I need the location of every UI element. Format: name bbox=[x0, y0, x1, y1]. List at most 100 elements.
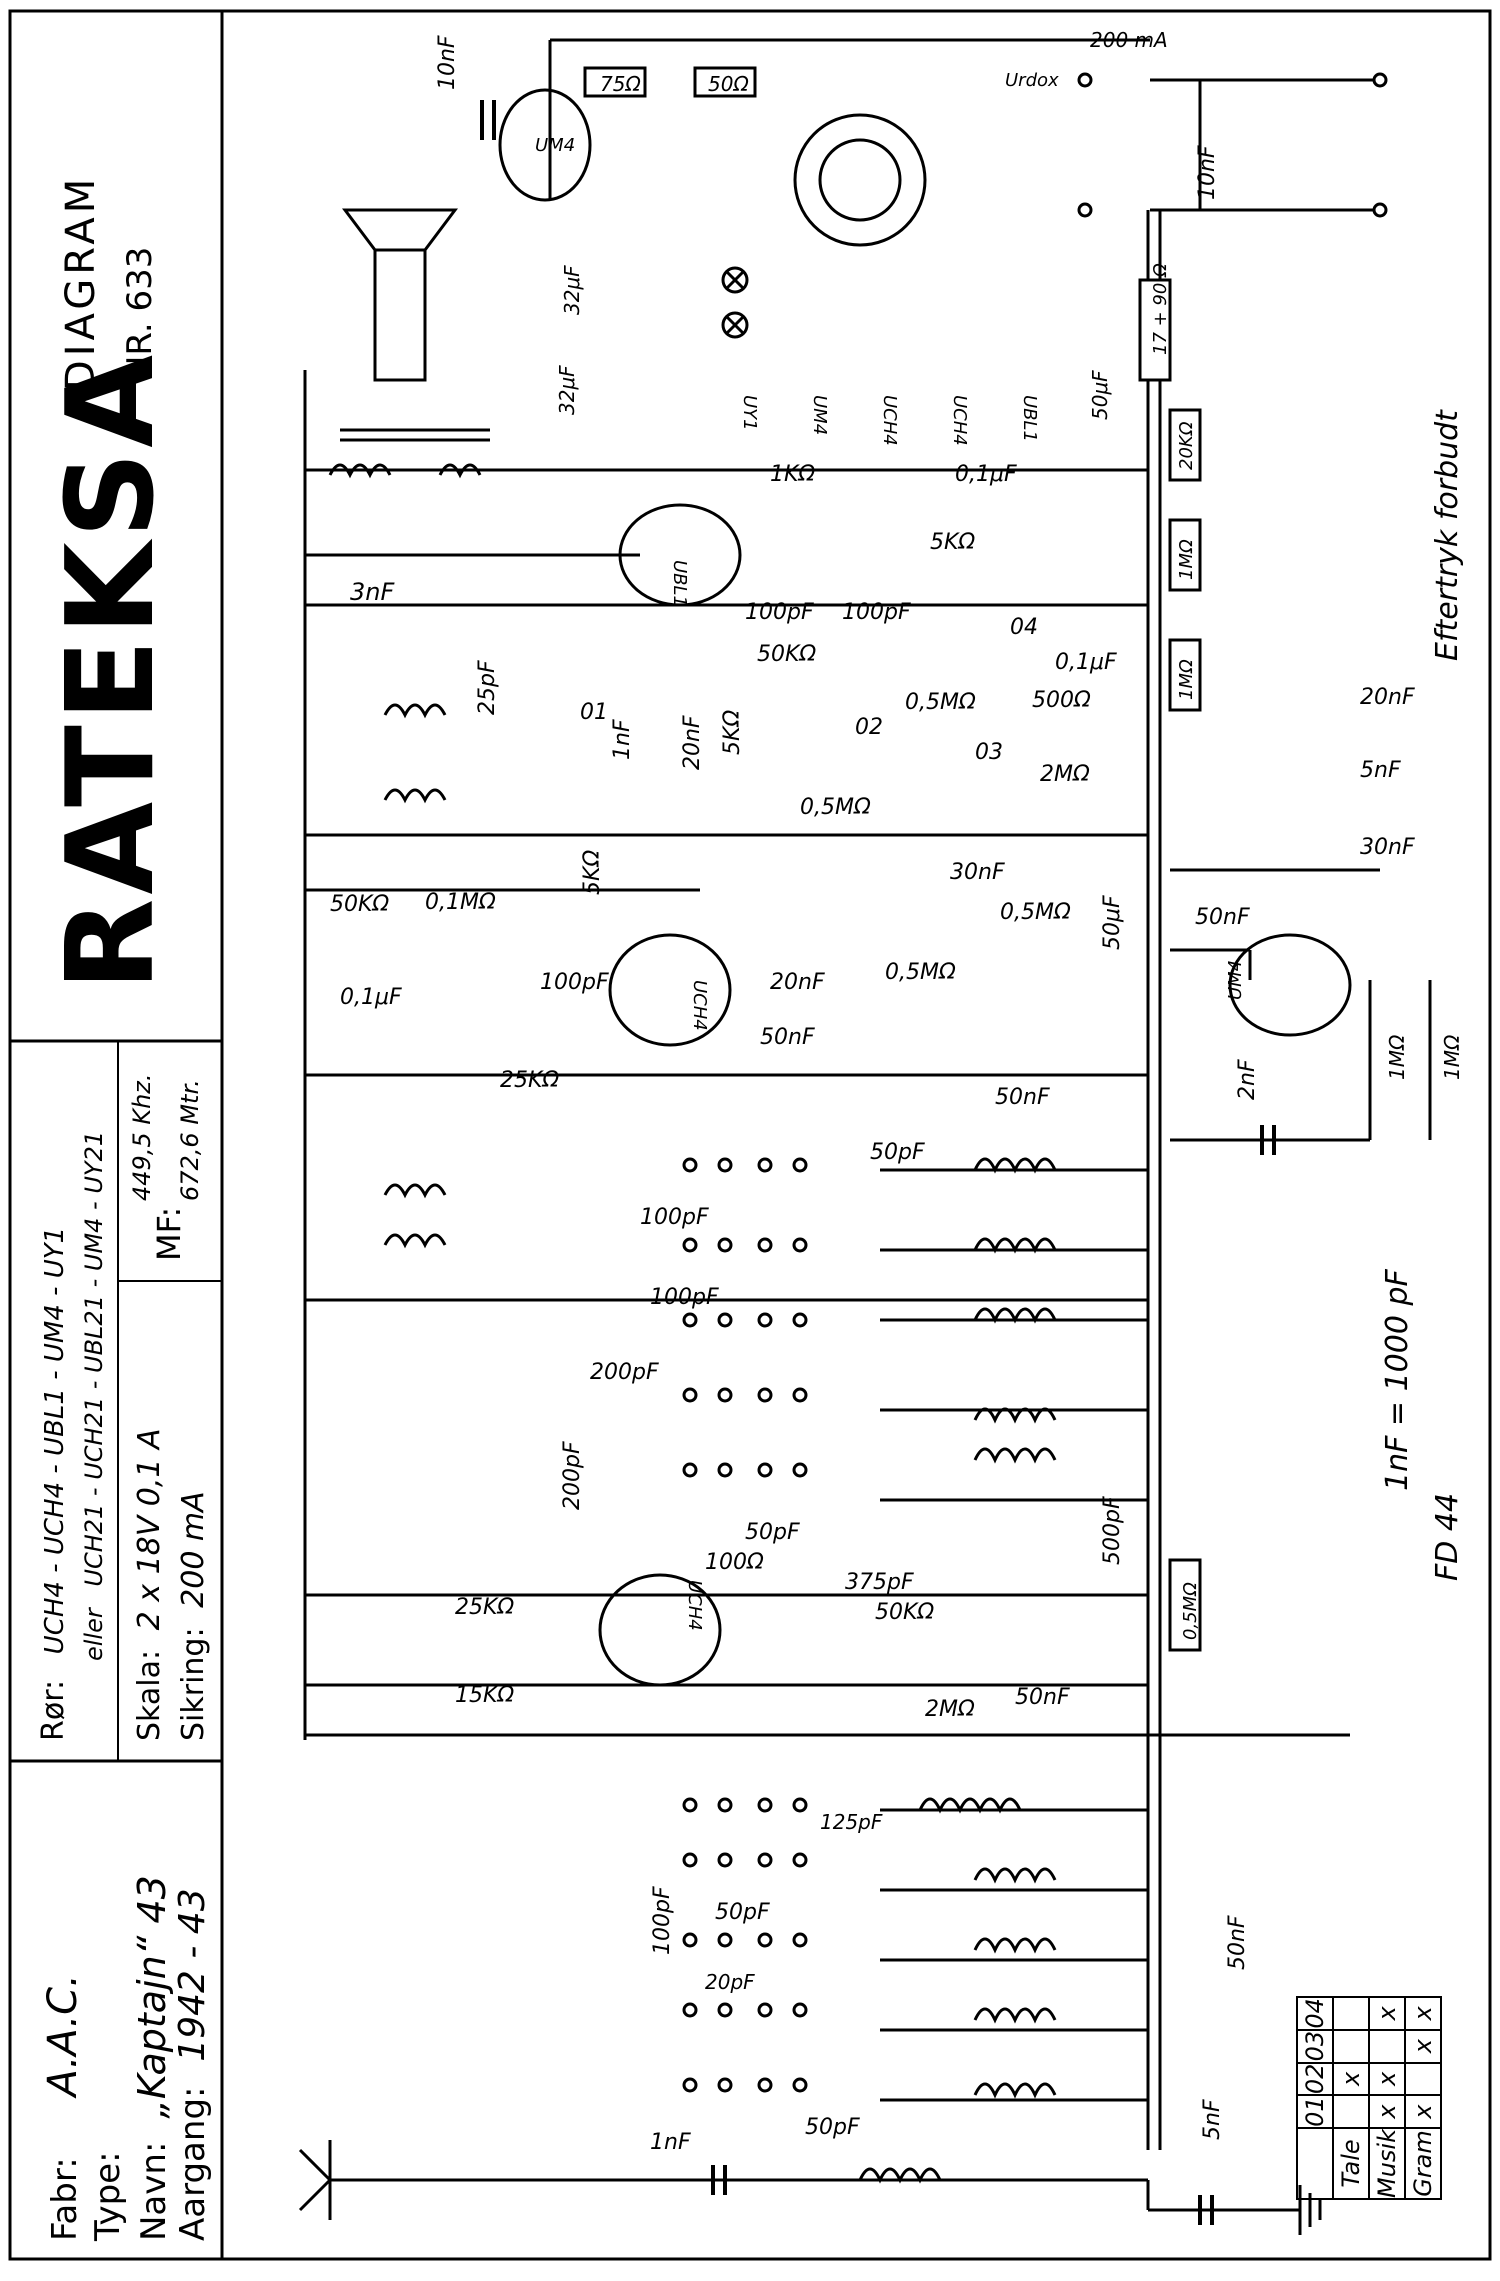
label-res-15k: 15KΩ bbox=[455, 1683, 515, 1708]
label-cap-01uf-b: 0,1μF bbox=[1055, 650, 1117, 675]
mode-cell: x bbox=[1369, 2095, 1405, 2128]
label-cap-50nf-a: 50nF bbox=[1195, 905, 1250, 930]
band-coil-icon bbox=[973, 2082, 1057, 2099]
label-cap-2nf: 2nF bbox=[1235, 1059, 1260, 1100]
label-fuse: 200 mA bbox=[1090, 28, 1168, 52]
label-res-1m-c: 1MΩ bbox=[1385, 1034, 1409, 1080]
band-switch-icon bbox=[793, 113, 927, 247]
output-transformer-icon bbox=[328, 428, 490, 479]
label-res-25k-a: 25KΩ bbox=[500, 1068, 560, 1093]
label-res-5k-c: 5KΩ bbox=[580, 849, 605, 895]
switch-label-01: 01 bbox=[580, 700, 608, 725]
mode-col-03: 03 bbox=[1297, 2029, 1333, 2063]
label-cap-3nf: 3nF bbox=[350, 578, 395, 606]
label-cap-5nf-b: 5nF bbox=[1200, 2099, 1225, 2140]
label-res-2m-b: 2MΩ bbox=[925, 1697, 975, 1722]
antenna-coil-icon bbox=[858, 2167, 942, 2184]
label-res-5k-a: 5KΩ bbox=[930, 530, 976, 555]
label-cap-50nf-c: 50nF bbox=[995, 1085, 1050, 1110]
heater-label-uy1: UY1 bbox=[739, 395, 760, 431]
tube-label-uch4-b: UCH4 bbox=[684, 1580, 705, 1631]
mode-cell: x bbox=[1369, 1997, 1405, 2030]
mode-cell bbox=[1405, 2062, 1441, 2096]
band-coil-icon bbox=[973, 2007, 1057, 2024]
label-cap-50pf-c: 50pF bbox=[715, 1900, 770, 1925]
band-coil-icon bbox=[973, 1407, 1057, 1424]
band-coil-icon bbox=[918, 1797, 1022, 1814]
label-res-1m-a: 1MΩ bbox=[1176, 539, 1197, 580]
label-res-05m-a: 0,5MΩ bbox=[905, 690, 976, 715]
label-cap-5nf: 5nF bbox=[1360, 758, 1401, 783]
label-res-50k-a: 50KΩ bbox=[757, 642, 817, 667]
tube-um4-tuning bbox=[498, 88, 592, 202]
label-cap-50nf-e: 50nF bbox=[1225, 1915, 1250, 1970]
switch-label-02: 02 bbox=[855, 715, 883, 740]
mode-cell: x bbox=[1333, 2062, 1369, 2096]
tube-label-ubl1: UBL1 bbox=[669, 560, 690, 608]
resistor-50 bbox=[693, 66, 757, 98]
label-cap-200pf-a: 200pF bbox=[590, 1360, 659, 1385]
tube-label-um4-b: UM4 bbox=[1225, 959, 1246, 1000]
switch-label-03: 03 bbox=[975, 740, 1003, 765]
label-res-500: 500Ω bbox=[1032, 688, 1091, 713]
label-cap-50uf-b: 50μF bbox=[1100, 895, 1125, 950]
tube-label-uch4-a: UCH4 bbox=[689, 980, 710, 1031]
label-cap-100pf-e: 100pF bbox=[650, 1285, 719, 1310]
label-res-05m-d: 0,5MΩ bbox=[885, 960, 956, 985]
if-coil-icon bbox=[383, 703, 447, 719]
label-cap-30nf-a: 30nF bbox=[1360, 835, 1415, 860]
label-cap-375pf: 375pF bbox=[845, 1570, 914, 1595]
label-res-05m-e: 0,5MΩ bbox=[1180, 1582, 1201, 1640]
label-cap-20nf-a: 20nF bbox=[680, 715, 705, 770]
band-coil-icon bbox=[973, 1867, 1057, 1884]
mode-table-header: 01 02 03 04 bbox=[1297, 1997, 1333, 2199]
resistor-20k bbox=[1168, 408, 1202, 482]
label-cap-100pf-a: 100pF bbox=[745, 600, 814, 625]
label-cap-100pf-c: 100pF bbox=[540, 970, 609, 995]
resistor-17-90 bbox=[1138, 278, 1172, 382]
antenna-icon bbox=[298, 2140, 332, 2220]
band-coil-icon bbox=[973, 1447, 1057, 1464]
label-cap-20pf: 20pF bbox=[705, 1970, 755, 1994]
band-coil-icon bbox=[973, 1237, 1057, 1254]
heater-label-ubl1: UBL1 bbox=[1019, 395, 1040, 443]
mode-col-02: 02 bbox=[1297, 2062, 1333, 2096]
label-cap-100pf-f: 100pF bbox=[650, 1886, 675, 1955]
label-cap-1nf-b: 1nF bbox=[650, 2130, 691, 2155]
label-res-1m-b: 1MΩ bbox=[1176, 659, 1197, 700]
label-res-01m: 0,1MΩ bbox=[425, 890, 496, 915]
label-res-75: 75Ω bbox=[600, 72, 641, 96]
mode-cell: x bbox=[1405, 2095, 1441, 2128]
label-cap-100pf-b: 100pF bbox=[842, 600, 911, 625]
mode-col-01: 01 bbox=[1297, 2095, 1333, 2128]
label-res-25k-b: 25KΩ bbox=[455, 1595, 515, 1620]
label-res-17-90: 17 + 90 Ω bbox=[1150, 263, 1171, 355]
dial-lamp-icon bbox=[721, 311, 749, 339]
mode-row-tale: Tale x bbox=[1333, 1997, 1369, 2199]
label-cap-01uf-c: 0,1μF bbox=[340, 985, 402, 1010]
label-urdox: Urdox bbox=[1005, 70, 1059, 91]
label-cap-1nf-a: 1nF bbox=[610, 719, 635, 760]
mode-row-label: Gram bbox=[1405, 2127, 1441, 2199]
label-cap-200pf-b: 200pF bbox=[560, 1441, 585, 1510]
mode-cell: x bbox=[1405, 2029, 1441, 2063]
if-coil-icon bbox=[383, 1183, 447, 1199]
resistor-1m-b bbox=[1168, 638, 1202, 712]
label-res-20k: 20KΩ bbox=[1176, 421, 1197, 470]
ground-icon bbox=[1298, 2185, 1322, 2235]
label-cap-100pf-d: 100pF bbox=[640, 1205, 709, 1230]
mode-row-gram: Gram x x x bbox=[1405, 1997, 1441, 2199]
capacitors bbox=[480, 100, 1276, 2225]
label-cap-50nf-b: 50nF bbox=[760, 1025, 815, 1050]
mode-row-musik: Musik x x x bbox=[1369, 1997, 1405, 2199]
label-cap-50pf-a: 50pF bbox=[870, 1140, 925, 1165]
tube-uch4-if bbox=[608, 933, 732, 1047]
mode-cell bbox=[1333, 1997, 1369, 2030]
label-res-100: 100Ω bbox=[705, 1550, 764, 1575]
label-cap-01uf-a: 0,1μF bbox=[955, 462, 1017, 487]
tube-um4-eye bbox=[1228, 933, 1352, 1037]
heater-label-um4: UM4 bbox=[809, 395, 830, 436]
tube-uch4-mixer bbox=[598, 1573, 722, 1687]
